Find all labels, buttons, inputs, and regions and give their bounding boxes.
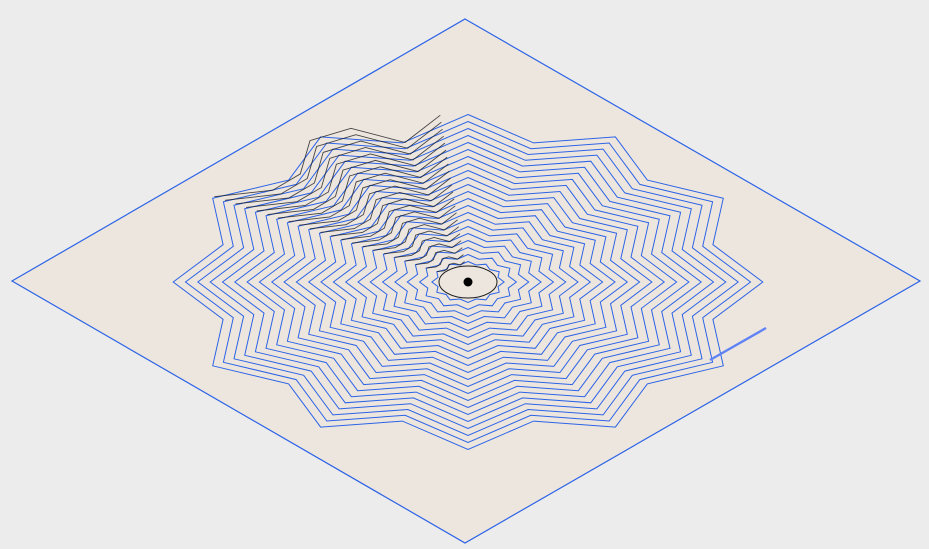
completed-contour-segment [224, 121, 442, 201]
center-entry-ring [438, 265, 498, 299]
completed-contour-segment [299, 170, 450, 226]
toolpath-contour [270, 169, 666, 395]
completed-contour-segment [394, 233, 461, 258]
completed-contour-segment [373, 219, 458, 251]
completed-contour-segment [309, 177, 451, 230]
completed-contour-segment [246, 135, 444, 208]
completed-contour-segment [362, 212, 457, 248]
toolpath-contour [184, 120, 752, 444]
toolpath-contour [307, 190, 629, 374]
toolpath-contour [406, 246, 530, 318]
completed-contour-segment [214, 114, 441, 198]
completed-contour-segment [341, 198, 455, 240]
toolpath-contours [172, 113, 764, 451]
completed-contour-segment [235, 128, 443, 205]
completed-contour-segment [352, 205, 456, 244]
completed-contour-segment [426, 254, 464, 269]
toolpath-contour [209, 134, 727, 430]
tool-trail-segment [709, 326, 767, 362]
completed-contour-segment [256, 142, 446, 212]
center-entry-point [463, 277, 473, 287]
toolpath-contour [369, 225, 567, 339]
completed-contour-segment [320, 184, 453, 233]
completed-contour-segment [436, 261, 465, 273]
completed-contour-segment [267, 149, 447, 216]
toolpath-contour [283, 176, 653, 388]
toolpath-contour [233, 148, 703, 416]
toolpath-contour [258, 162, 678, 402]
completed-contour-segment [330, 191, 454, 237]
tool-position [709, 326, 767, 362]
toolpath-contour [357, 218, 579, 346]
completed-contour-segment [277, 156, 448, 219]
toolpath-contour [431, 260, 505, 304]
completed-contour-segment [415, 247, 463, 265]
completed-contour-segment [288, 163, 449, 223]
toolpath-contour [344, 211, 592, 353]
completed-contour-segment [383, 226, 460, 255]
toolpath-contour [394, 239, 542, 325]
toolpath-contour [418, 253, 518, 311]
toolpath-contour [246, 155, 690, 409]
toolpath-contour [221, 141, 715, 423]
toolpath-contour [295, 183, 641, 381]
completed-contour-segment [405, 240, 462, 262]
toolpath-contour [332, 204, 604, 360]
toolpath-contour [320, 197, 616, 367]
toolpath-contour [172, 113, 764, 451]
toolpath-contour [381, 232, 555, 332]
toolpath-contour [196, 127, 740, 437]
completed-toolpath [214, 114, 465, 273]
